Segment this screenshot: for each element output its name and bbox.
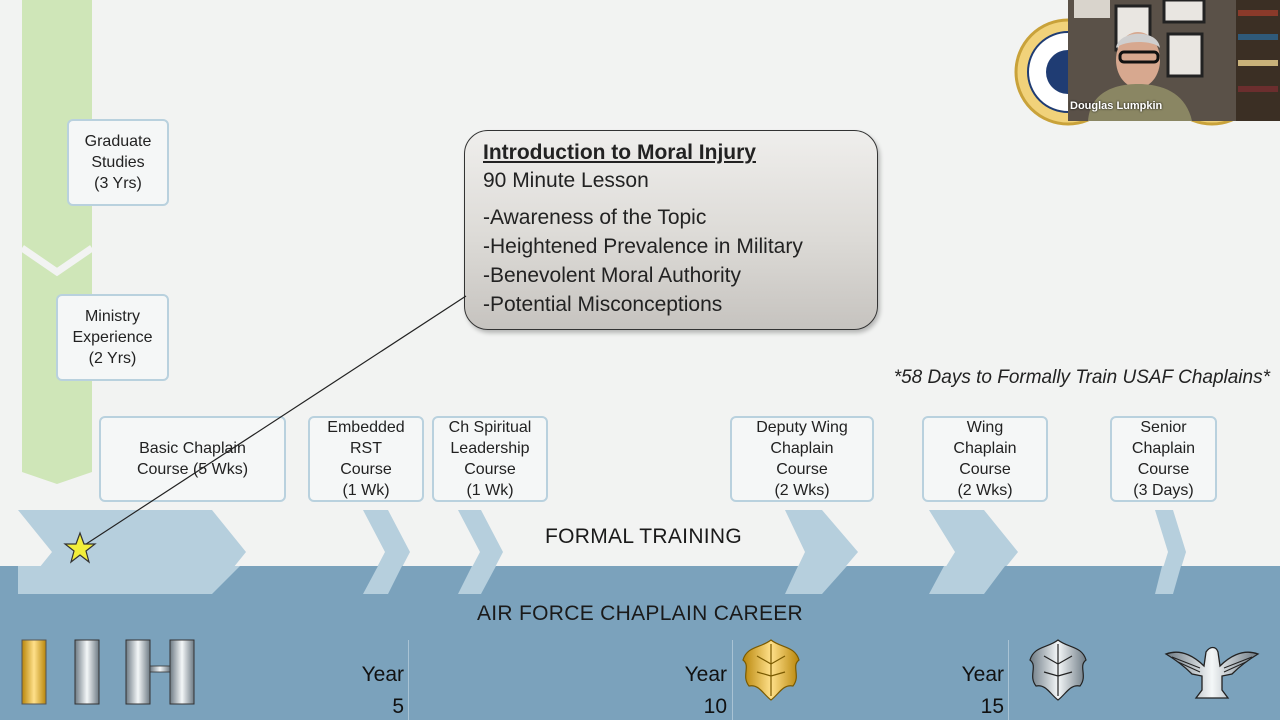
year-divider: [1008, 640, 1009, 720]
box-line: Ministry: [84, 308, 141, 325]
year-divider: [732, 640, 733, 720]
box-line: Course: [340, 461, 392, 478]
formal-training-label: FORMAL TRAINING: [545, 525, 743, 548]
year-label: Year: [361, 663, 404, 686]
box-line: Graduate: [84, 133, 152, 150]
box-line: (3 Yrs): [94, 175, 142, 192]
callout-item: -Awareness of the Topic: [483, 206, 707, 229]
box-line: (2 Yrs): [88, 350, 137, 367]
first-lieutenant-bar-icon: [74, 639, 100, 705]
year-number: 10: [703, 695, 727, 718]
wing-chaplain-course-box: Wing Chaplain Course (2 Wks): [922, 416, 1048, 502]
callout-item: -Heightened Prevalence in Military: [483, 235, 803, 258]
callout-item: -Potential Misconceptions: [483, 293, 723, 316]
box-line: Course (5 Wks): [136, 461, 249, 478]
box-line: Course: [1137, 461, 1190, 478]
box-line: Wing: [966, 419, 1004, 436]
basic-chaplain-course-box: Basic Chaplain Course (5 Wks): [99, 416, 286, 502]
year-label: Year: [961, 663, 1004, 686]
colonel-eagle-icon: [1164, 646, 1260, 699]
captain-bars-icon: [125, 639, 195, 705]
star-icon: [63, 531, 97, 564]
box-line: Course: [464, 461, 516, 478]
timeline-chevron-start: [18, 566, 240, 594]
box-line: Studies: [91, 154, 145, 171]
webcam-video-frame: [1068, 0, 1280, 121]
timeline-chevron: [363, 566, 402, 594]
green-path-notch: [20, 245, 94, 277]
year-15-marker: Year 15: [940, 659, 1004, 720]
box-line: Experience: [72, 329, 153, 346]
timeline-chevron: [929, 566, 1005, 594]
callout-connector-line: [79, 295, 467, 549]
embedded-rst-course-box: Embedded RST Course (1 Wk): [308, 416, 424, 502]
box-line: Chaplain: [770, 440, 834, 457]
career-label: AIR FORCE CHAPLAIN CAREER: [476, 602, 804, 625]
box-line: (1 Wk): [466, 482, 514, 499]
year-10-marker: Year 10: [663, 659, 727, 720]
box-line: Basic Chaplain: [139, 440, 246, 457]
major-oak-leaf-icon: [742, 639, 800, 701]
box-line: Leadership: [450, 440, 530, 457]
participant-name: Douglas Lumpkin: [1070, 100, 1163, 112]
year-divider: [408, 640, 409, 720]
graduate-studies-box: Graduate Studies (3 Yrs): [67, 119, 169, 206]
box-line: Deputy Wing: [756, 419, 848, 436]
moral-injury-callout: Introduction to Moral Injury 90 Minute L…: [464, 130, 878, 330]
box-line: (1 Wk): [342, 482, 390, 499]
callout-subtitle: 90 Minute Lesson: [483, 169, 649, 192]
year-number: 15: [980, 695, 1004, 718]
box-line: Course: [776, 461, 828, 478]
deputy-wing-chaplain-course-box: Deputy Wing Chaplain Course (2 Wks): [730, 416, 874, 502]
box-line: RST: [350, 440, 382, 457]
box-line: (3 Days): [1133, 482, 1194, 499]
box-line: Ch Spiritual: [448, 419, 532, 436]
timeline-chevron: [785, 566, 847, 594]
box-line: (2 Wks): [774, 482, 830, 499]
year-5-marker: Year 5: [340, 659, 404, 720]
webcam-video-tile[interactable]: Douglas Lumpkin: [1068, 0, 1280, 121]
box-line: Course: [959, 461, 1011, 478]
box-line: Chaplain: [953, 440, 1017, 457]
ministry-experience-box: Ministry Experience (2 Yrs): [56, 294, 169, 381]
callout-title: Introduction to Moral Injury: [483, 141, 756, 164]
year-number: 5: [392, 695, 404, 718]
box-line: Chaplain: [1131, 440, 1196, 457]
callout-item: -Benevolent Moral Authority: [483, 264, 741, 287]
senior-chaplain-course-box: Senior Chaplain Course (3 Days): [1110, 416, 1217, 502]
box-line: Senior: [1140, 419, 1187, 436]
lieutenant-colonel-oak-leaf-icon: [1029, 639, 1087, 701]
training-days-footnote: *58 Days to Formally Train USAF Chaplain…: [893, 367, 1270, 388]
box-line: Embedded: [327, 419, 405, 436]
timeline-chevron: [458, 566, 496, 594]
timeline-chevron: [1155, 566, 1181, 594]
second-lieutenant-bar-icon: [21, 639, 47, 705]
year-label: Year: [684, 663, 727, 686]
spiritual-leadership-course-box: Ch Spiritual Leadership Course (1 Wk): [432, 416, 548, 502]
box-line: (2 Wks): [957, 482, 1013, 499]
